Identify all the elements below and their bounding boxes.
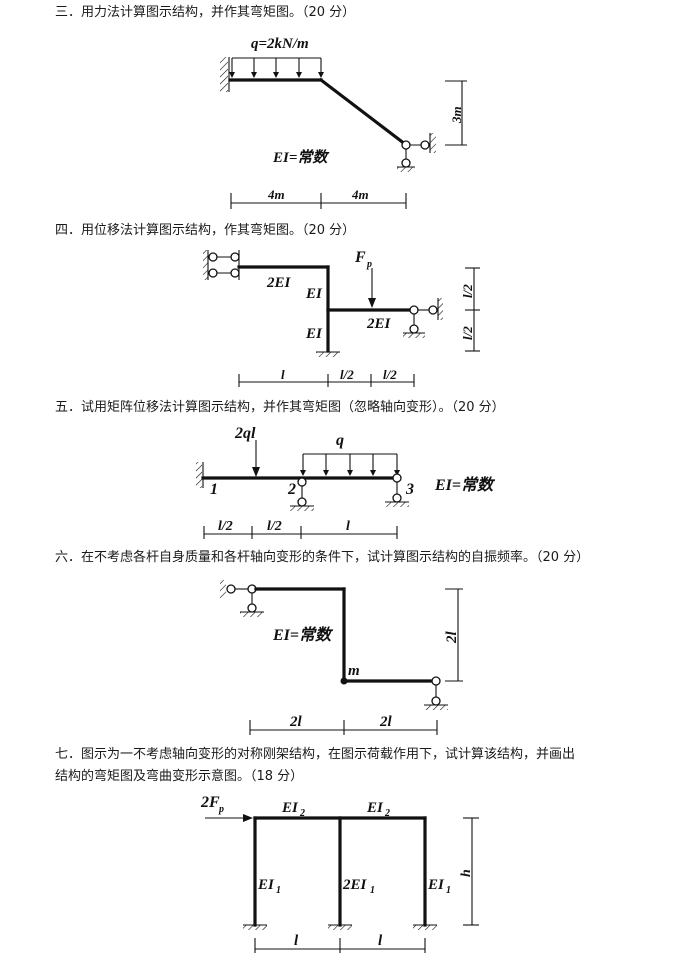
col-mid-ei: 2EI bbox=[342, 877, 368, 893]
support-2 bbox=[290, 477, 314, 511]
col-left-ei-sub: 1 bbox=[276, 885, 281, 896]
fixed-support-left bbox=[220, 57, 228, 92]
dim-span-1: l bbox=[281, 367, 285, 382]
distributed-load bbox=[229, 57, 324, 78]
beam-left-ei: 2EI bbox=[266, 275, 292, 291]
hinge-support-left bbox=[226, 584, 264, 617]
dim-h1: l/2 bbox=[460, 284, 475, 298]
force-label: 2F bbox=[200, 794, 220, 811]
problem-6-title: 六．在不考虑各杆自身质量和各杆轴向变形的条件下，试计算图示结构的自振频率。（20… bbox=[55, 550, 590, 565]
hinge-support bbox=[397, 133, 436, 172]
dim-span-2: l bbox=[378, 933, 383, 949]
point-load bbox=[252, 440, 260, 477]
support-3 bbox=[385, 473, 409, 507]
dim-span-1: 2l bbox=[289, 714, 303, 730]
dim-height: 3m bbox=[449, 106, 464, 124]
problem-4-title: 四．用位移法计算图示结构，作其弯矩图。（20 分） bbox=[55, 223, 356, 238]
problem-4-figure: F p 2EI EI EI 2EI l/2 l/2 l l/2 l/2 bbox=[203, 249, 480, 387]
node-2: 2 bbox=[287, 481, 296, 498]
point-load bbox=[368, 268, 376, 308]
col-right-ei-sub: 1 bbox=[446, 885, 451, 896]
problem-3-title: 三．用力法计算图示结构，并作其弯矩图。（20 分） bbox=[55, 5, 356, 20]
distributed-load bbox=[300, 453, 400, 476]
dim-span-1: 4m bbox=[267, 187, 285, 202]
problem-7-title-line-2: 结构的弯矩图及弯曲变形示意图。（18 分） bbox=[55, 769, 304, 784]
mass-label: m bbox=[348, 663, 360, 679]
col-upper-ei: EI bbox=[305, 286, 323, 302]
dim-span-2: 2l bbox=[379, 714, 393, 730]
hinge-support-right bbox=[424, 676, 448, 710]
dim-height: h bbox=[459, 869, 474, 877]
dim-height: 2l bbox=[444, 631, 460, 645]
beam-right-ei-sub: 2 bbox=[384, 808, 390, 819]
problem-3-figure: q=2kN/m EI=常数 3m 4m 4m bbox=[220, 36, 467, 209]
inclined-member bbox=[318, 77, 408, 147]
beam-right-ei: EI bbox=[366, 800, 384, 816]
problem-7-title-line-1: 七．图示为一不考虑轴向变形的对称刚架结构，在图示荷载作用下，试计算该结构，并画出 bbox=[55, 747, 576, 762]
dim-span-1: l bbox=[294, 933, 299, 949]
col-left-ei: EI bbox=[257, 877, 275, 893]
force-label: F bbox=[354, 249, 366, 266]
node-1: 1 bbox=[210, 481, 218, 498]
hinge-support bbox=[403, 298, 443, 338]
dim-span-2: 4m bbox=[351, 187, 369, 202]
problem-7-figure: 2F p EI 2 EI 2 EI 1 2EI 1 EI 1 h l l bbox=[200, 794, 479, 953]
dim-h2: l/2 bbox=[460, 326, 475, 340]
beam-left-ei-sub: 2 bbox=[299, 808, 305, 819]
dim-span-3: l/2 bbox=[383, 367, 397, 382]
dist-load-label: q bbox=[336, 432, 344, 449]
force-sub: p bbox=[366, 259, 372, 270]
slider-support bbox=[208, 250, 240, 280]
problem-5-figure: 2ql q 1 2 3 EI=常数 l/2 l/2 l bbox=[196, 425, 496, 539]
horizontal-load bbox=[205, 814, 253, 822]
problem-5-title: 五．试用矩阵位移法计算图示结构，并作其弯矩图（忽略轴向变形）。（20 分） bbox=[55, 400, 505, 415]
force-sub: p bbox=[218, 804, 224, 815]
ei-label: EI=常数 bbox=[434, 476, 496, 494]
dim-span-2: l/2 bbox=[267, 519, 282, 534]
mass-point bbox=[340, 677, 348, 685]
problem-6-figure: m EI=常数 2l 2l 2l bbox=[220, 580, 463, 735]
col-right-ei: EI bbox=[427, 877, 445, 893]
beam-left-ei: EI bbox=[281, 800, 299, 816]
col-lower-ei: EI bbox=[305, 326, 323, 342]
beam-right-ei: 2EI bbox=[366, 316, 392, 332]
point-load-label: 2ql bbox=[234, 425, 256, 442]
col-mid-ei-sub: 1 bbox=[370, 885, 375, 896]
ei-label: EI=常数 bbox=[272, 626, 334, 644]
dim-span-1: l/2 bbox=[218, 519, 233, 534]
node-3: 3 bbox=[405, 481, 414, 498]
ei-label: EI=常数 bbox=[272, 149, 330, 166]
dim-span-3: l bbox=[346, 519, 350, 534]
dim-span-2: l/2 bbox=[340, 367, 354, 382]
load-label: q=2kN/m bbox=[251, 36, 309, 52]
